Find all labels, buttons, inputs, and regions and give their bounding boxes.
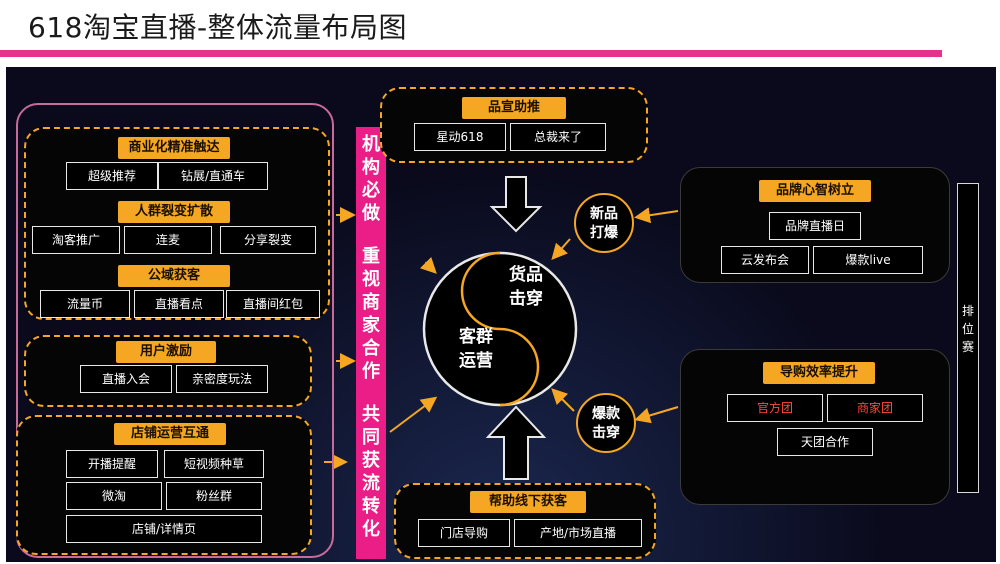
- node-intimacy-play: 亲密度玩法: [176, 365, 268, 393]
- section-label: 商业化精准触达: [118, 137, 230, 159]
- node-brand-live-day: 品牌直播日: [769, 212, 861, 240]
- node-live-reminder: 开播提醒: [66, 450, 158, 478]
- connector-layer: [324, 176, 679, 480]
- arrow-bubble-2: [551, 388, 575, 412]
- banner-char: 家: [362, 315, 380, 336]
- arrow-up-big: [485, 405, 547, 480]
- banner-char: 获: [362, 450, 380, 471]
- node-weitao: 微淘: [66, 482, 162, 510]
- core-upper-line: 击穿: [509, 289, 543, 309]
- top-group: 品宣助推 星动618 总裁来了: [380, 87, 648, 163]
- bubble-line: 打爆: [590, 225, 618, 241]
- section-label: 品牌心智树立: [759, 180, 871, 202]
- node-store-detail: 店铺/详情页: [66, 515, 262, 543]
- bubble-line: 爆款: [592, 406, 620, 422]
- node-official-team: 官方团: [727, 394, 823, 422]
- node-co-stream: 连麦: [124, 226, 212, 254]
- banner-char: 同: [362, 427, 380, 448]
- node-hot-item-live: 爆款live: [813, 246, 923, 274]
- node-live-red-packet: 直播间红包: [226, 290, 320, 318]
- banner-char: 商: [362, 292, 380, 313]
- section-label: 用户激励: [116, 341, 216, 363]
- core-lower-text: 客群 运营: [446, 325, 506, 373]
- banner-char: 必: [362, 180, 380, 201]
- title-underline: [0, 50, 942, 57]
- node-share-viral: 分享裂变: [220, 226, 316, 254]
- bubble-line: 新品: [590, 206, 618, 222]
- node-traffic-coin: 流量币: [40, 290, 130, 318]
- arrow-down-big: [489, 176, 543, 233]
- banner-char: 合: [362, 338, 380, 359]
- banner-char: 机: [362, 134, 380, 155]
- section-label: 人群裂变扩散: [118, 201, 230, 223]
- rail-char: 赛: [961, 340, 974, 354]
- left-group-2: 用户激励 直播入会 亲密度玩法: [24, 335, 312, 407]
- node-origin-live: 产地/市场直播: [514, 519, 642, 547]
- right-group-1: 品牌心智树立 品牌直播日 云发布会 爆款live: [680, 167, 950, 283]
- banner-char: 化: [362, 519, 380, 540]
- node-super-recommend: 超级推荐: [66, 162, 158, 190]
- node-short-video: 短视频种草: [164, 450, 264, 478]
- diagram-canvas: 商业化精准触达 超级推荐 钻展/直通车 人群裂变扩散 淘客推广 连麦 分享裂变 …: [6, 67, 996, 562]
- banner-char: 构: [362, 157, 380, 178]
- node-live-join: 直播入会: [80, 365, 172, 393]
- core-lower-line: 运营: [459, 351, 493, 371]
- left-outer-frame: [16, 103, 334, 558]
- page-title: 618淘宝直播-整体流量布局图: [28, 11, 408, 44]
- banner-char: 流: [362, 473, 380, 494]
- left-group-1: 商业化精准触达 超级推荐 钻展/直通车 人群裂变扩散 淘客推广 连麦 分享裂变 …: [24, 127, 330, 320]
- banner-char: 重: [362, 246, 380, 267]
- rail-char: 位: [961, 322, 974, 336]
- section-label: 帮助线下获客: [470, 491, 586, 513]
- rail-text: 排 位 赛: [958, 302, 978, 356]
- banner-char: 转: [362, 496, 380, 517]
- bubble-hot-product: 爆款 击穿: [576, 393, 636, 453]
- section-label: 公域获客: [118, 265, 230, 287]
- arrow-bubble-1: [551, 238, 571, 260]
- node-fan-group: 粉丝群: [166, 482, 262, 510]
- cooperation-banner: 机 构 必 做 重 视 商 家 合 作 共 同 获 流 转 化: [356, 127, 386, 559]
- core-divider: [460, 251, 540, 407]
- core-upper-line: 货品: [509, 265, 543, 285]
- section-label: 导购效率提升: [763, 362, 875, 384]
- arrow-to-core-lower: [389, 396, 438, 433]
- bubble-line: 击穿: [592, 425, 620, 441]
- banner-char: 做: [362, 203, 380, 224]
- core-lower-line: 客群: [459, 327, 493, 347]
- node-ceo-coming: 总裁来了: [510, 123, 606, 151]
- bottom-group: 帮助线下获客 门店导购 产地/市场直播: [394, 483, 656, 559]
- node-diamond-booth: 钻展/直通车: [158, 162, 268, 190]
- arrow-right-2: [634, 406, 679, 424]
- right-group-2: 导购效率提升 官方团 商家团 天团合作: [680, 349, 950, 505]
- banner-char: 视: [362, 269, 380, 290]
- ranking-rail: 排 位 赛: [957, 183, 979, 493]
- node-store-guide: 门店导购: [418, 519, 510, 547]
- left-group-3: 店铺运营互通 开播提醒 短视频种草 微淘 粉丝群 店铺/详情页: [16, 415, 312, 555]
- chevron-right-icon: ›: [424, 257, 429, 271]
- node-cloud-launch: 云发布会: [721, 246, 809, 274]
- rail-char: 排: [961, 304, 974, 318]
- node-merchant-team: 商家团: [827, 394, 923, 422]
- node-affiliate-promo: 淘客推广: [32, 226, 120, 254]
- node-live-highlight: 直播看点: [134, 290, 224, 318]
- banner-char: 共: [362, 404, 380, 425]
- banner-char: 作: [362, 361, 380, 382]
- arrow-right-1: [634, 207, 679, 224]
- node-super-team: 天团合作: [777, 428, 873, 456]
- arrow-to-core-upper: [419, 256, 437, 274]
- node-star-618: 星动618: [414, 123, 506, 151]
- section-label: 品宣助推: [462, 97, 566, 119]
- section-label: 店铺运营互通: [114, 423, 226, 445]
- core-upper-text: 货品 击穿: [496, 263, 556, 311]
- bubble-new-product: 新品 打爆: [574, 193, 634, 253]
